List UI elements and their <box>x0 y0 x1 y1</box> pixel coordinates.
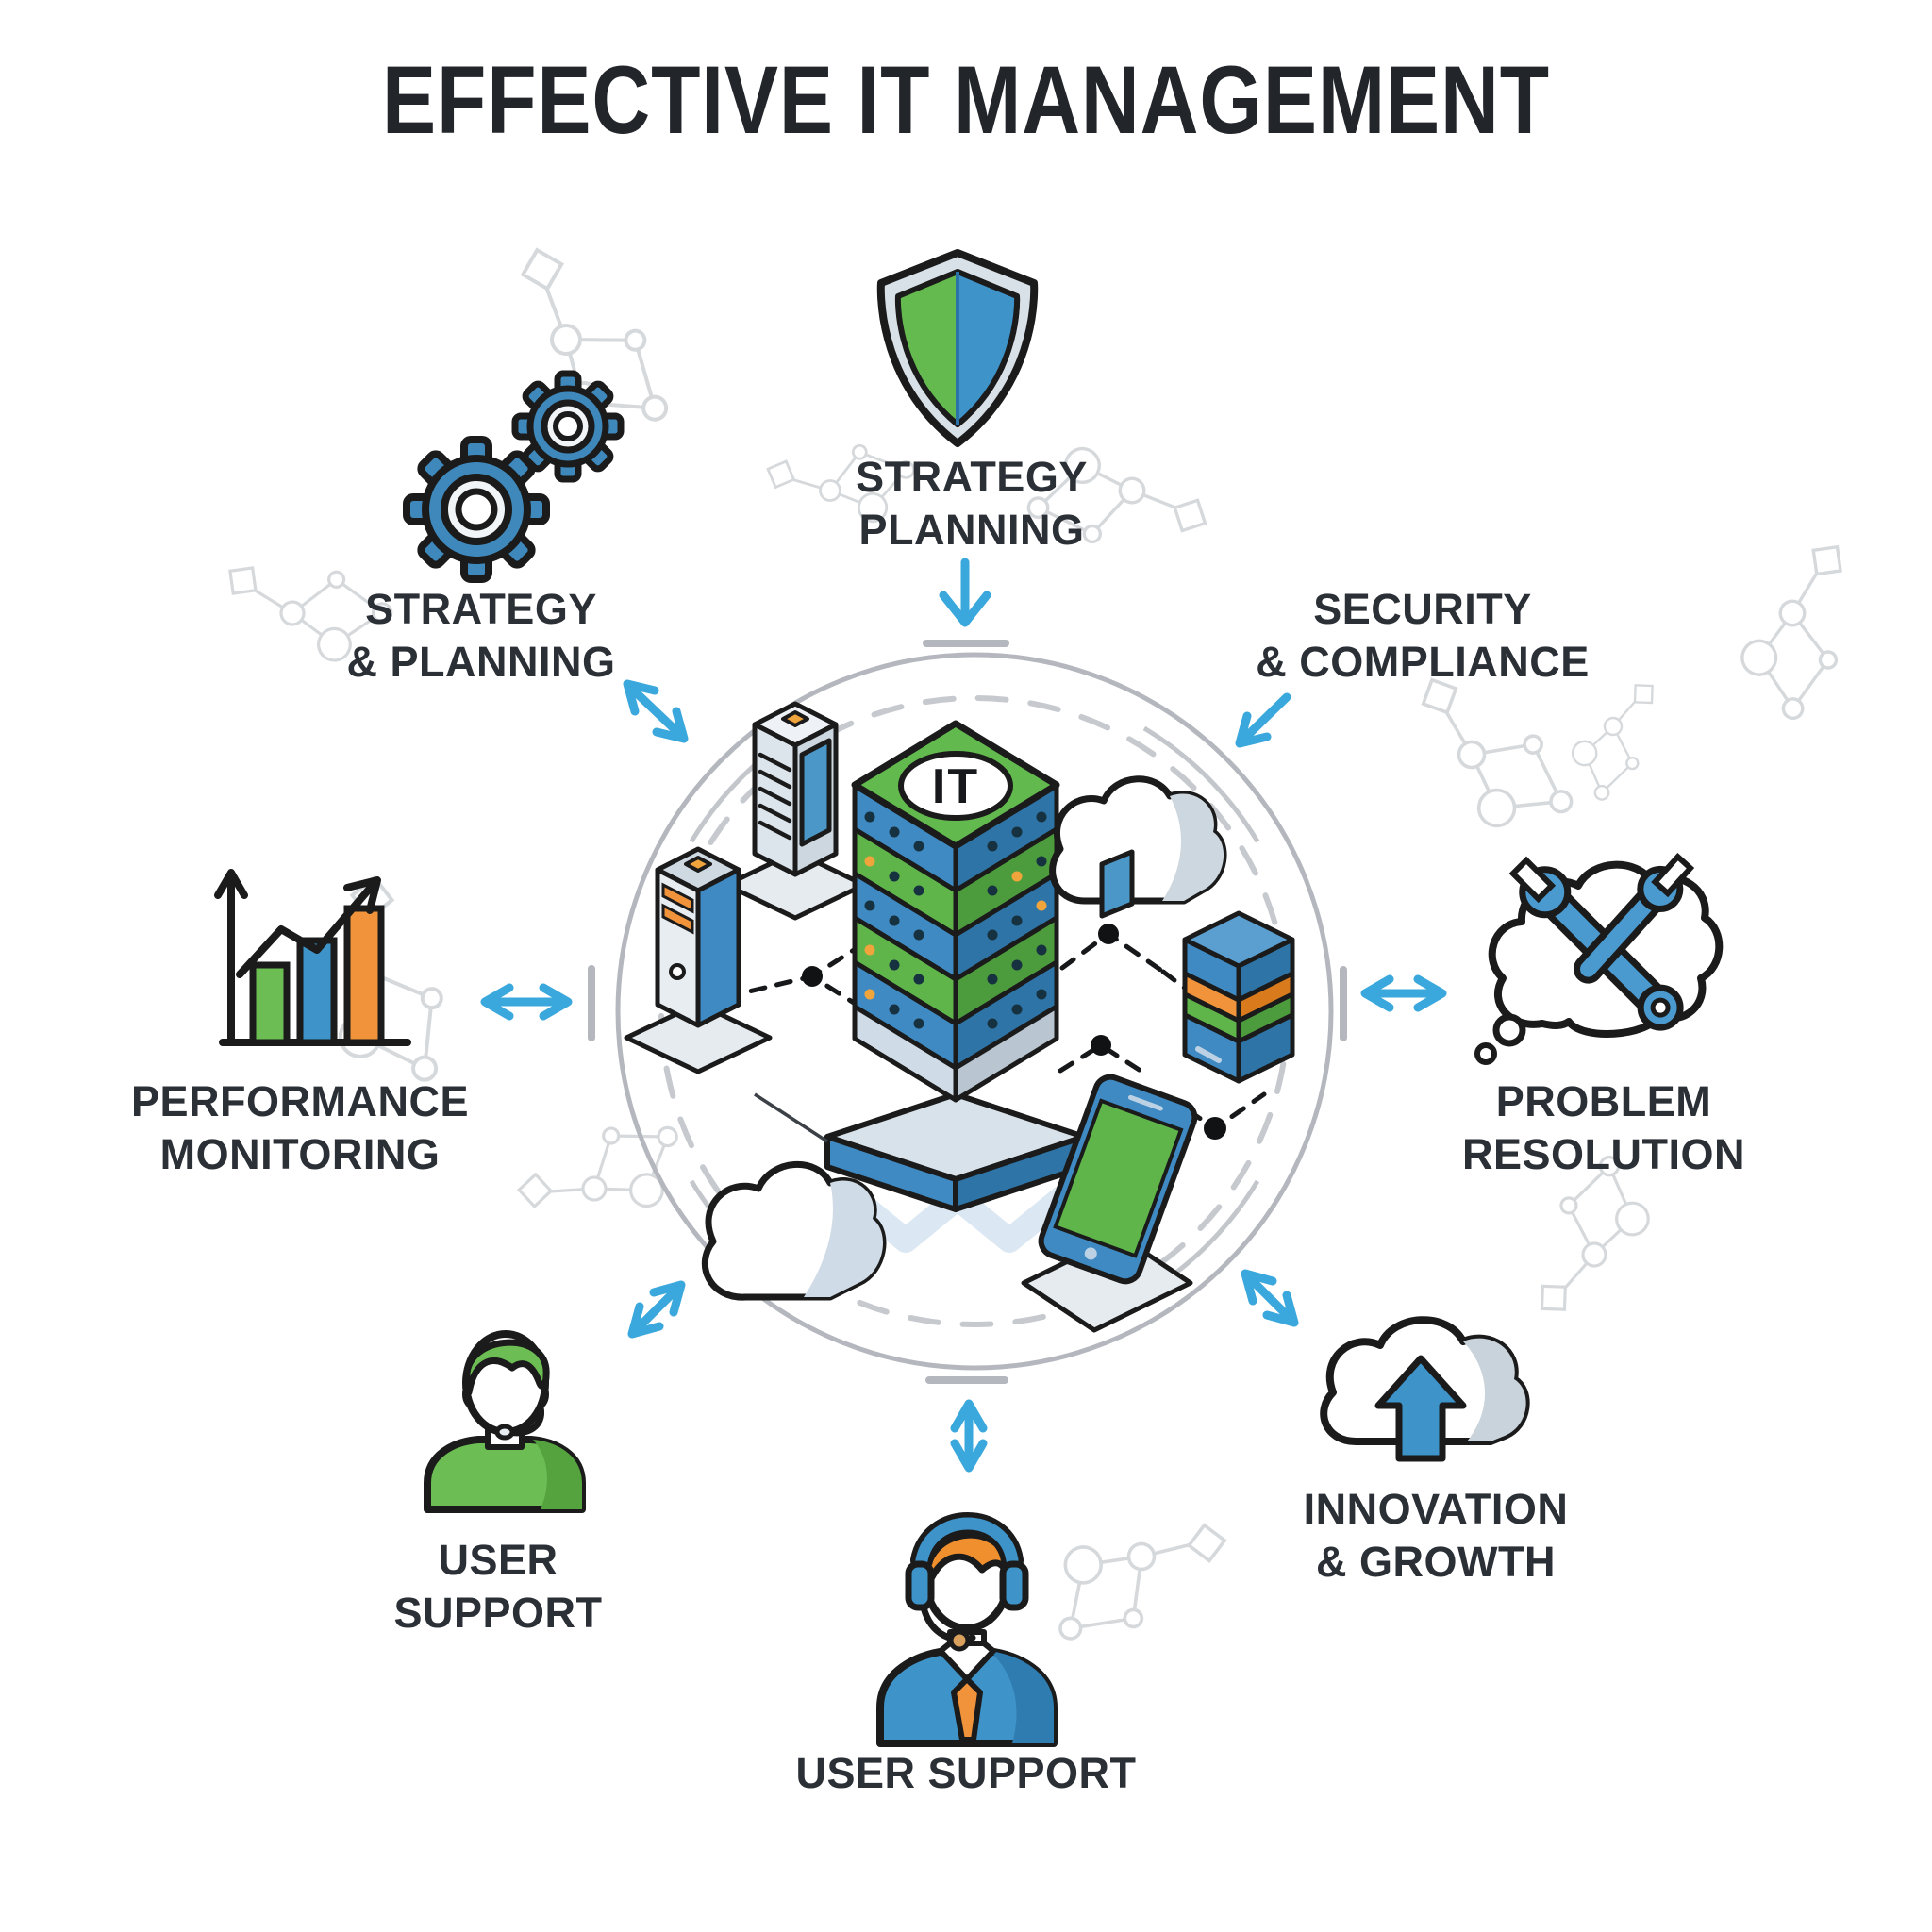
arrow-user-support-left <box>627 1280 686 1339</box>
arrow-security-compliance <box>1235 692 1291 748</box>
trend-line <box>236 876 381 978</box>
arrow-innovation-growth <box>1241 1269 1299 1327</box>
up-arrow-icon <box>1374 1355 1467 1462</box>
central-it-scene: IT <box>624 701 1295 1333</box>
server-rack-left-front <box>624 846 773 1074</box>
mic-tip <box>948 1629 971 1652</box>
headphone-cup <box>999 1560 1029 1611</box>
cloud-document-icon <box>1099 849 1135 919</box>
arrow-problem-resolution <box>1360 974 1447 1012</box>
it-core-label: IT <box>932 759 979 814</box>
smartphone <box>1021 1074 1198 1333</box>
network-nodes <box>802 924 1226 1140</box>
arrow-performance-monitoring <box>480 983 573 1021</box>
wrench-icon <box>1508 852 1695 1031</box>
label-performance-monitoring: PERFORMANCE MONITORING <box>130 1077 469 1178</box>
mic-tip <box>494 1424 515 1441</box>
label-strategy-planning-top: STRATEGY PLANNING <box>856 453 1088 554</box>
server-led-dots <box>864 811 1047 1029</box>
tie <box>951 1676 983 1742</box>
arrow-strategy-planning-top <box>939 558 991 627</box>
server-tower: IT <box>824 720 1087 1212</box>
label-strategy-planning-left: STRATEGY & PLANNING <box>346 585 616 686</box>
page-title: EFFECTIVE IT MANAGEMENT <box>382 46 1550 154</box>
thought-bubble <box>1474 1042 1497 1065</box>
thought-bubble <box>1492 1013 1526 1047</box>
label-innovation-growth: INNOVATION & GROWTH <box>1303 1485 1569 1586</box>
label-problem-resolution: PROBLEM RESOLUTION <box>1461 1077 1745 1178</box>
connector-arrows <box>480 558 1447 1473</box>
headphone-cup <box>905 1560 935 1611</box>
shield-icon <box>876 249 1039 447</box>
gears-icon <box>403 370 625 583</box>
arrow-strategy-planning-left <box>623 679 689 743</box>
bar-chart-icon <box>214 869 411 1046</box>
arrow-user-support-bottom <box>950 1399 988 1473</box>
it-badge <box>898 751 1013 821</box>
label-security-compliance: SECURITY & COMPLIANCE <box>1256 585 1590 686</box>
label-user-support-bottom: USER SUPPORT <box>795 1749 1137 1797</box>
cloud-upload-icon <box>1320 1316 1530 1462</box>
server-rack-left-back <box>724 701 867 921</box>
headset-agent-icon <box>876 1512 1058 1747</box>
storage-stack-right <box>1182 910 1295 1084</box>
tools-thought-cloud-icon <box>1474 852 1724 1065</box>
collar <box>938 1641 996 1682</box>
label-user-support-left: USER SUPPORT <box>393 1536 603 1637</box>
cloud-bottom-left <box>701 1160 887 1301</box>
support-agent-icon <box>424 1330 586 1513</box>
cloud-top-right <box>1049 775 1227 919</box>
